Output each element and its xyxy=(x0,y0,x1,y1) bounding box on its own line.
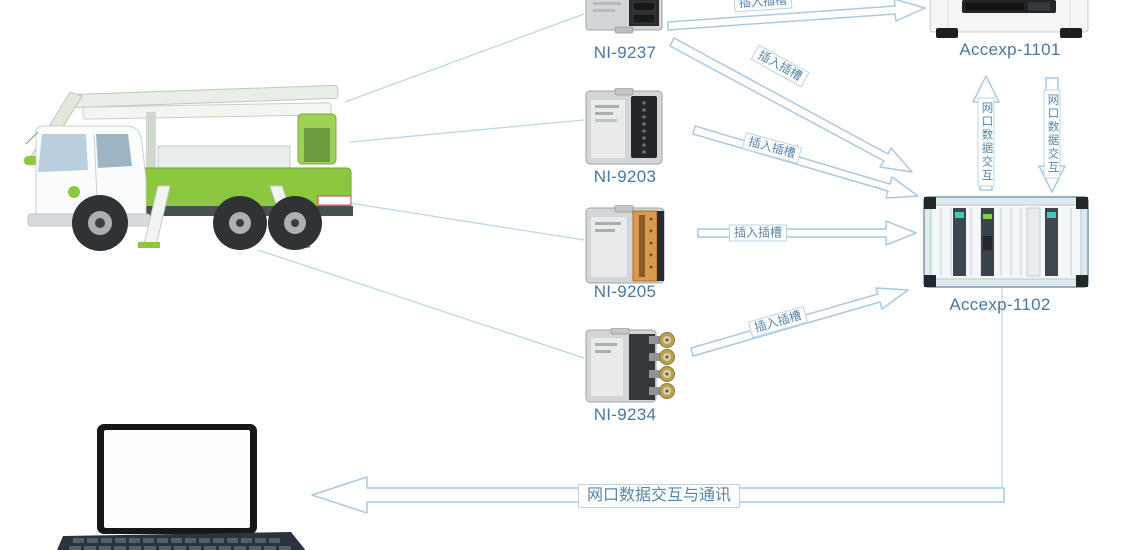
module-ni-9234-svg xyxy=(585,328,675,403)
module-ni-9205-label: NI-9205 xyxy=(593,282,657,301)
module-ni-9203-label: NI-9203 xyxy=(593,167,657,186)
chassis-accexp-1101-image xyxy=(928,0,1090,40)
chassis-accexp-1102-image xyxy=(923,196,1089,288)
line-truck-to-ni9203 xyxy=(349,119,585,143)
chassis-accexp-1102-svg xyxy=(923,196,1089,288)
network-comm-label: 网口数据交互与通讯 xyxy=(577,484,741,508)
module-ni-9205-image xyxy=(585,205,667,285)
module-ni-9234-image xyxy=(585,328,681,404)
module-ni-9234-label: NI-9234 xyxy=(593,405,657,424)
arrow-insert-top xyxy=(667,0,926,31)
insert-slot-label-ni9234: 插入插槽 xyxy=(747,305,809,339)
insert-slot-label-ni9237: 插入插槽 xyxy=(750,44,810,88)
module-ni-9205-svg xyxy=(585,205,665,284)
network-exchange-label-down: 网口数据交互 xyxy=(1043,89,1061,179)
laptop-svg xyxy=(57,424,305,550)
insert-slot-label-ni9205: 插入插槽 xyxy=(728,224,788,242)
laptop-image xyxy=(55,420,305,550)
pump-truck-image xyxy=(8,68,353,268)
network-exchange-label-up: 网口数据交互 xyxy=(977,97,995,187)
chassis-accexp-1102-label: Accexp-1102 xyxy=(949,295,1051,314)
line-truck-to-ni9237 xyxy=(344,13,585,103)
module-ni-9237-svg xyxy=(585,0,663,34)
module-ni-9203-svg xyxy=(585,88,663,165)
pump-truck-svg xyxy=(24,84,353,251)
module-ni-9203-image xyxy=(585,88,663,166)
insert-slot-label-top: 插入插槽 xyxy=(733,0,793,13)
chassis-accexp-1101-svg xyxy=(929,0,1089,38)
module-ni-9237-label: NI-9237 xyxy=(593,43,657,62)
module-ni-9237-image xyxy=(585,0,663,34)
arrow-insert-ni9203 xyxy=(692,125,919,199)
chassis-accexp-1101-label: Accexp-1101 xyxy=(959,40,1061,59)
insert-slot-label-ni9203: 插入插槽 xyxy=(741,132,803,164)
